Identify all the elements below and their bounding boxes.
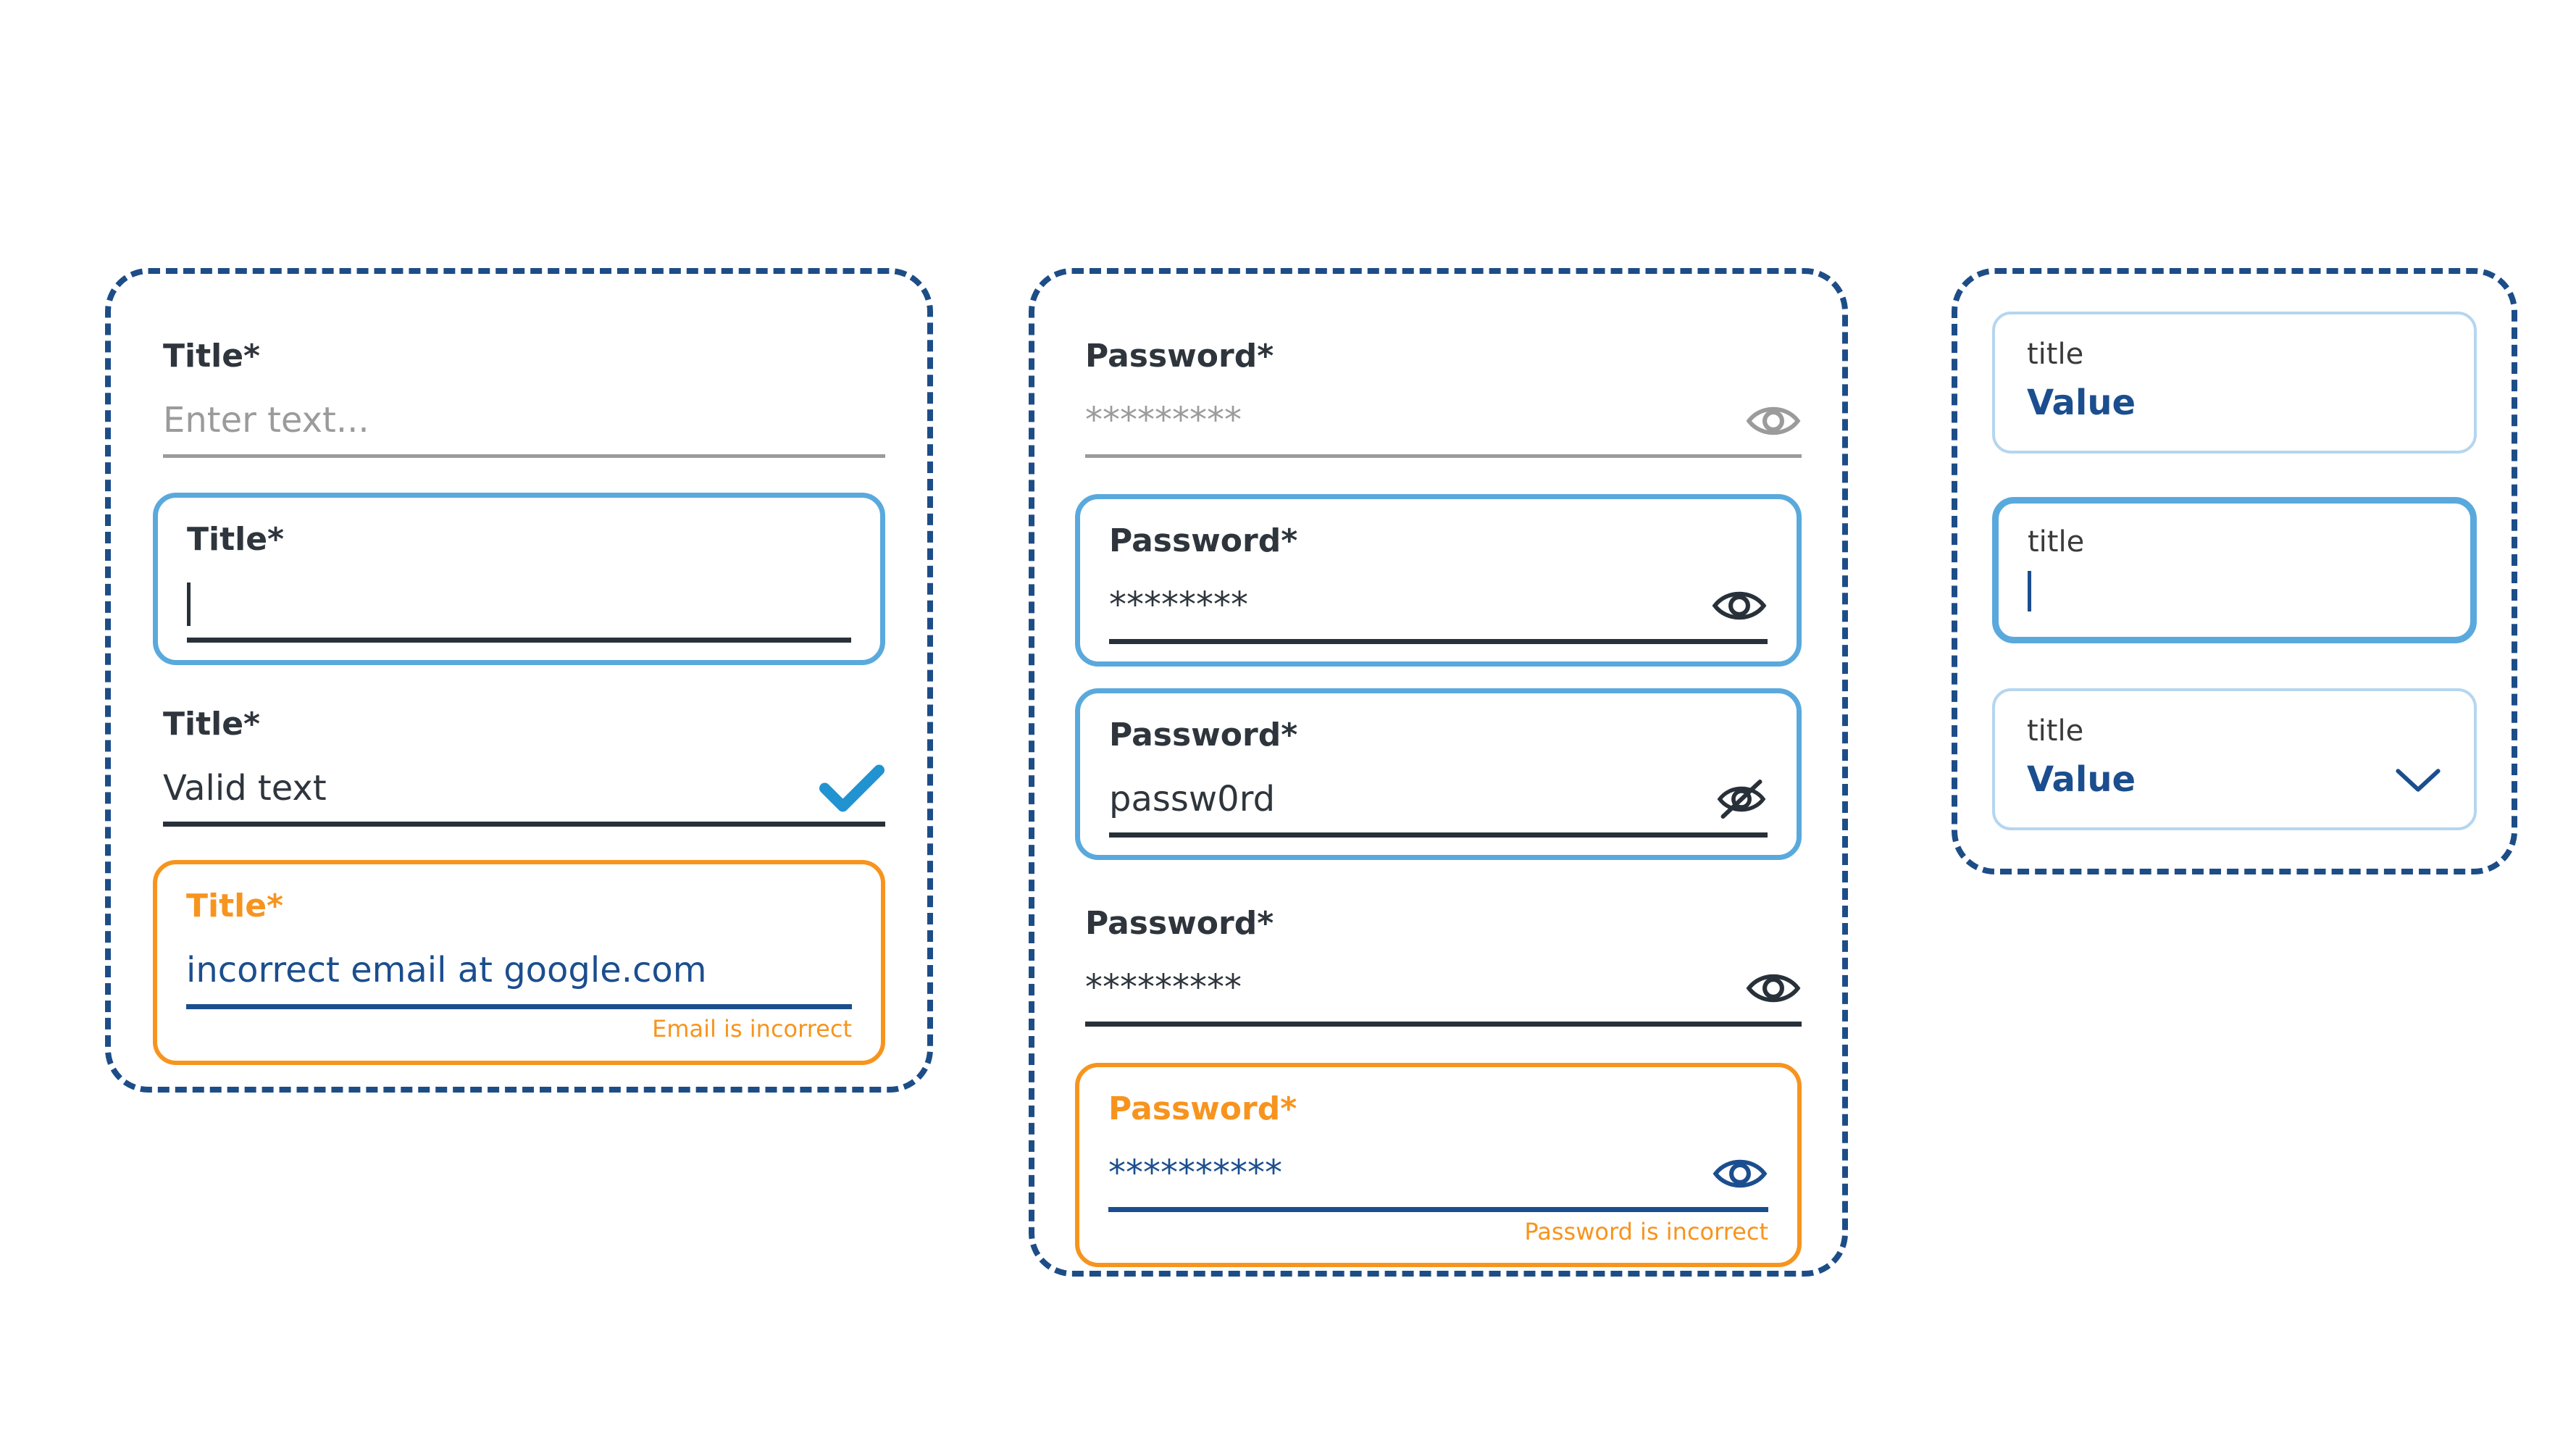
input-value: incorrect email at google.com — [186, 950, 707, 991]
password-field-states-group: Password* ********* Password* ******** — [1029, 268, 1848, 1277]
field-label: Password* — [1108, 1090, 1297, 1128]
input-value: ********* — [1085, 967, 1242, 1009]
field-label: Password* — [1109, 522, 1298, 559]
field-label: Title* — [186, 888, 284, 925]
password-input[interactable]: ******** — [1109, 578, 1768, 633]
text-cursor — [2028, 571, 2031, 611]
field-label: Title* — [187, 520, 285, 558]
field-label: Password* — [1085, 338, 1274, 375]
text-field-valid: Title* Valid text — [153, 706, 885, 827]
text-cursor — [187, 582, 191, 626]
eye-icon[interactable] — [1711, 585, 1768, 627]
field-label: Password* — [1109, 716, 1298, 753]
password-field-filled: Password* ********* — [1075, 905, 1802, 1027]
chevron-down-icon[interactable] — [2394, 768, 2442, 793]
field-value-row — [2028, 569, 2441, 614]
input-value: Valid text — [163, 767, 327, 809]
error-message: Email is incorrect — [652, 1015, 852, 1043]
password-input[interactable]: ********* — [1085, 393, 1802, 448]
password-field-default: Password* ********* — [1075, 338, 1802, 458]
compact-field-focused[interactable]: title — [1992, 497, 2477, 643]
input-underline — [1108, 1206, 1768, 1212]
password-input[interactable]: ********** — [1108, 1146, 1768, 1201]
field-label: Password* — [1085, 905, 1274, 943]
input-value: ******** — [1109, 584, 1248, 625]
input-underline — [1085, 1022, 1802, 1027]
eye-icon[interactable] — [1745, 967, 1802, 1009]
input-value: ********** — [1108, 1153, 1282, 1194]
text-field-default: Title* Enter text... — [153, 338, 885, 458]
input-placeholder: ********* — [1085, 400, 1242, 440]
field-label: Title* — [163, 338, 261, 375]
text-input[interactable]: incorrect email at google.com — [186, 943, 852, 998]
text-field-focused[interactable]: Title* — [153, 492, 885, 665]
input-underline — [1109, 832, 1768, 838]
input-underline — [163, 454, 885, 458]
input-value: passw0rd — [1109, 778, 1276, 819]
password-field-focused[interactable]: Password* ******** — [1075, 493, 1802, 667]
compact-field-states-group: title Value title title Value — [1952, 268, 2517, 874]
field-value: Value — [2027, 759, 2136, 801]
input-underline — [187, 637, 851, 643]
field-value-row: Value — [2027, 758, 2442, 803]
password-field-error[interactable]: Password* ********** Password is incorre… — [1075, 1063, 1802, 1268]
field-value: Value — [2027, 383, 2136, 424]
field-title: title — [2027, 714, 2084, 748]
field-title: title — [2027, 338, 2084, 371]
compact-field-dropdown[interactable]: title Value — [1992, 688, 2477, 830]
input-underline — [1109, 638, 1768, 644]
error-message: Password is incorrect — [1524, 1217, 1768, 1245]
text-input[interactable] — [187, 577, 851, 632]
field-title: title — [2028, 525, 2085, 559]
input-placeholder: Enter text... — [163, 400, 369, 440]
input-underline — [1085, 454, 1802, 458]
eye-icon[interactable] — [1745, 400, 1802, 442]
input-underline — [163, 822, 885, 827]
text-field-states-group: Title* Enter text... Title* Title* Valid… — [105, 268, 933, 1093]
text-field-error[interactable]: Title* incorrect email at google.com Ema… — [153, 860, 885, 1065]
eye-icon[interactable] — [1712, 1153, 1768, 1195]
compact-field-filled[interactable]: title Value — [1992, 312, 2477, 454]
eye-off-icon[interactable] — [1715, 777, 1768, 821]
password-input[interactable]: ********* — [1085, 961, 1802, 1016]
text-input[interactable]: Valid text — [163, 761, 885, 816]
text-input[interactable]: Enter text... — [163, 393, 885, 448]
check-icon — [819, 763, 885, 814]
password-field-visible[interactable]: Password* passw0rd — [1075, 688, 1802, 861]
field-label: Title* — [163, 705, 261, 743]
password-input[interactable]: passw0rd — [1109, 772, 1768, 827]
input-underline — [186, 1004, 852, 1010]
field-value-row: Value — [2027, 381, 2442, 426]
